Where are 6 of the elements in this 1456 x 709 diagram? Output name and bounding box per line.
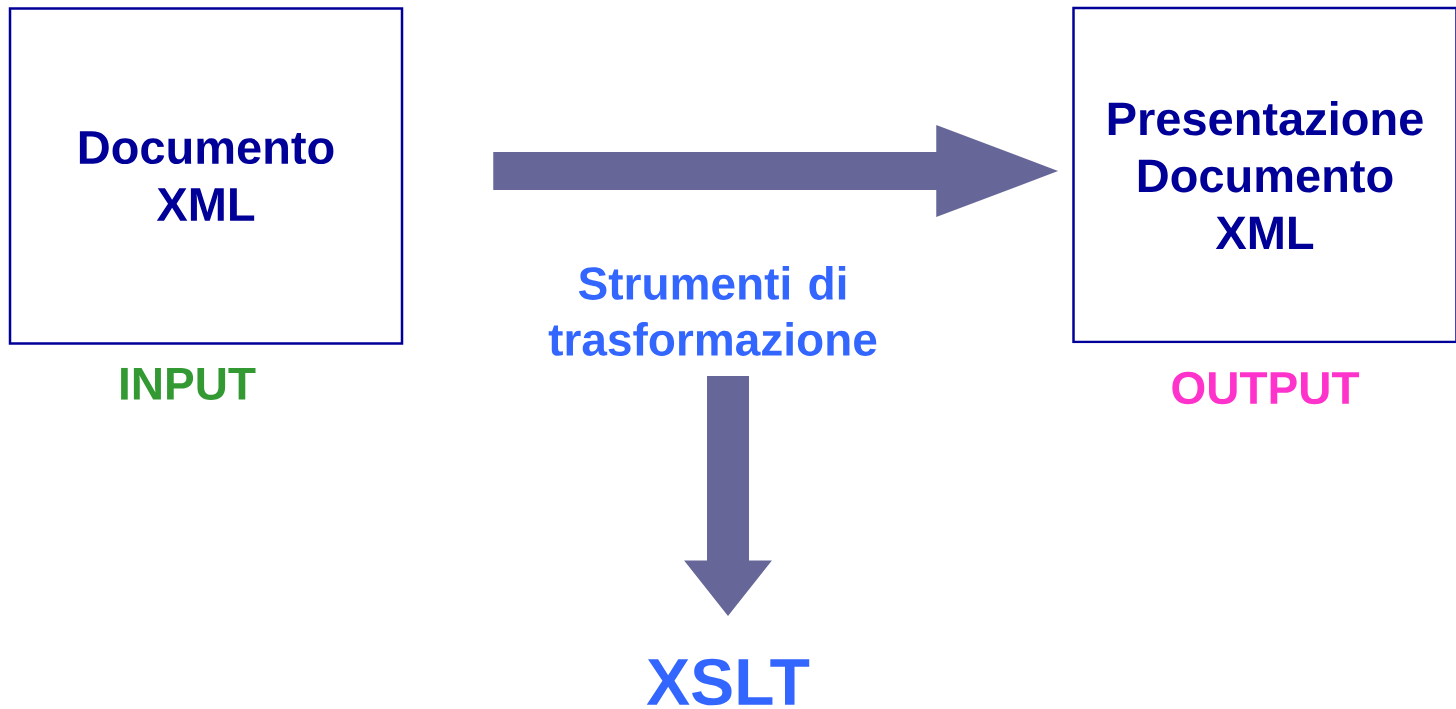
label-text: Strumenti di trasformazione xyxy=(548,266,877,356)
text-box: Presentazione Documento XML xyxy=(1072,6,1456,344)
text-box: Documento XML xyxy=(8,7,404,345)
label-text: XSLT xyxy=(646,658,810,706)
caption-text: OUTPUT xyxy=(1172,371,1360,405)
caption-text: INPUT xyxy=(121,367,256,401)
